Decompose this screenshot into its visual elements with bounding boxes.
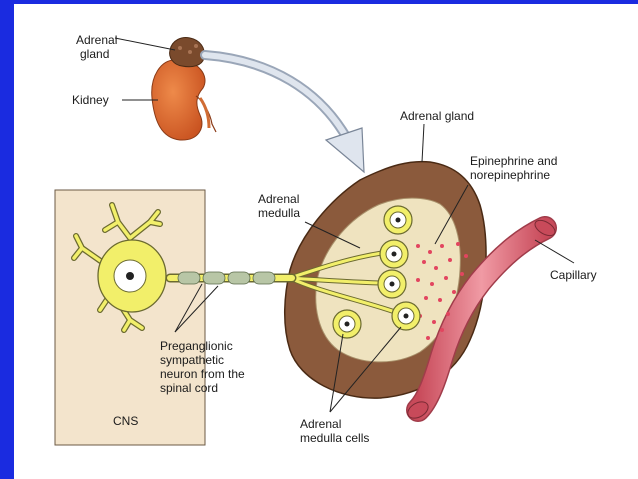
label-adrenal-medulla-1: Adrenal [258,192,299,206]
label-preganglionic-2: sympathetic [160,353,224,367]
gland-texture [178,46,182,50]
capillary [407,217,556,421]
zoom-arrow-shaft-light [202,52,351,143]
myelinated-axon [165,271,297,285]
label-preganglionic-1: Preganglionic [160,339,233,353]
label-kidney: Kidney [72,93,109,107]
medulla-cells [332,205,421,339]
label-medulla-cells-1: Adrenal [300,417,341,431]
medulla-cell [383,205,413,235]
medulla-cell [332,309,362,339]
label-adrenal-gland-large: Adrenal gland [400,109,474,123]
gland-texture [188,50,192,54]
leader-lines [114,37,575,413]
axon-branches-fill [289,251,396,314]
capillary-end [407,401,429,419]
label-adrenal-medulla-2: medulla [258,206,300,220]
label-epinephrine-1: Epinephrine and [470,154,557,168]
label-epinephrine-2: norepinephrine [470,168,550,182]
label-preganglionic-3: neuron from the [160,367,245,381]
label-medulla-cells-2: medulla cells [300,431,369,445]
kidney [151,59,206,141]
zoom-arrow-shaft [200,50,353,145]
ureter-fill [198,97,211,129]
preganglionic-neuron [71,202,167,333]
small-adrenal-gland [169,37,205,68]
gland-texture [194,44,198,48]
label-adrenal-gland-small-2: gland [80,47,109,61]
capillary-end [534,219,556,237]
medulla-cell [379,239,409,269]
medulla-cell [391,301,421,331]
label-preganglionic-4: spinal cord [160,381,218,395]
zoom-arrow-head [324,127,365,174]
label-adrenal-gland-small: Adrenal [76,33,117,47]
label-capillary: Capillary [550,268,597,282]
label-cns: CNS [113,414,138,428]
medulla-cell [377,269,407,299]
